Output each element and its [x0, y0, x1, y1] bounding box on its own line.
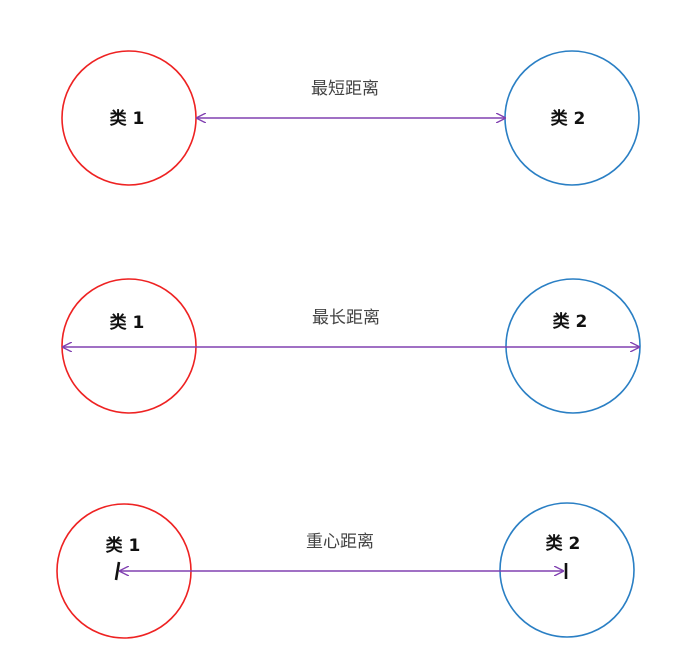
cluster-1-label: 类 1	[106, 535, 141, 556]
cluster-1-label: 类 1	[110, 108, 145, 129]
cluster-2-label: 类 2	[553, 311, 588, 332]
cluster-2-label: 类 2	[551, 108, 586, 129]
distance-label-centroid: 重心距离	[306, 532, 374, 552]
panel-centroid-distance: 类 1 类 2 重心距离	[56, 502, 635, 639]
cluster-1-circle	[61, 278, 197, 414]
distance-label-shortest: 最短距离	[311, 79, 379, 99]
cluster-1-centroid-mark	[114, 561, 121, 581]
cluster-2-circle	[505, 278, 641, 414]
distance-label-longest: 最长距离	[312, 308, 380, 328]
panel-longest-distance: 类 1 类 2 最长距离	[61, 278, 641, 414]
cluster-1-label: 类 1	[110, 312, 145, 333]
panel-shortest-distance: 类 1 类 2 最短距离	[61, 50, 640, 186]
cluster-2-label: 类 2	[546, 533, 581, 554]
